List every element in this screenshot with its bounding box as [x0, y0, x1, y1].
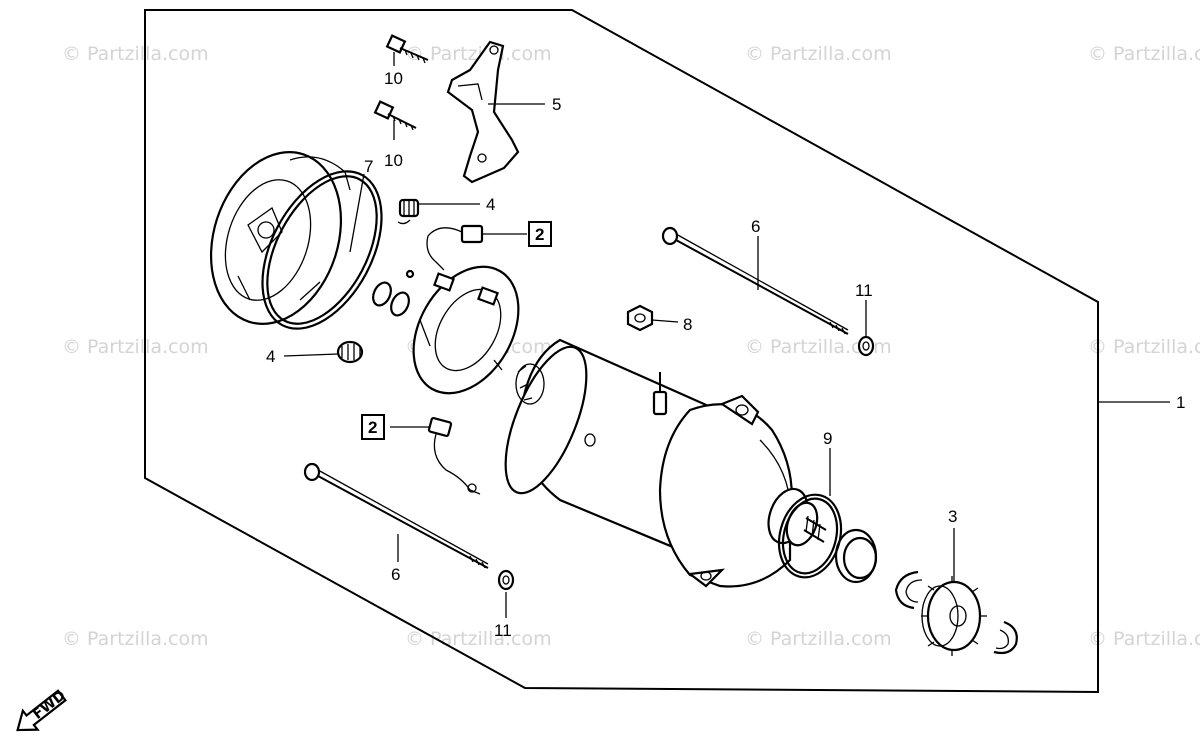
watermark: © Partzilla.com	[1088, 43, 1200, 65]
through-bolt-part[interactable]	[303, 462, 489, 569]
bracket-plate-part[interactable]	[446, 40, 520, 184]
callout-label: 7	[364, 157, 373, 176]
pinion-gear-part[interactable]	[921, 576, 987, 656]
brush-lead-part[interactable]	[426, 224, 484, 271]
watermark: © Partzilla.com	[1088, 336, 1200, 358]
watermark: © Partzilla.com	[405, 628, 552, 650]
nut-part[interactable]	[626, 304, 654, 332]
callout-label: 8	[683, 315, 692, 334]
callout-label: 9	[823, 429, 832, 448]
callout-label: 3	[948, 507, 957, 526]
leader-lines	[283, 52, 1170, 618]
o-ring-part[interactable]	[238, 151, 406, 348]
fwd-arrow-icon	[16, 689, 67, 732]
washer-part[interactable]	[497, 569, 515, 591]
callout-label: 4	[266, 347, 275, 366]
callout-label: 1	[1176, 393, 1185, 412]
callout-label: 10	[384, 151, 403, 170]
watermark: © Partzilla.com	[62, 628, 209, 650]
screw-part[interactable]	[385, 34, 429, 64]
watermark: © Partzilla.com	[745, 43, 892, 65]
watermark-layer: © Partzilla.com © Partzilla.com © Partzi…	[62, 43, 1200, 650]
fwd-direction-marker: FWD	[16, 688, 69, 732]
callout-label: 6	[751, 217, 760, 236]
circlip-part[interactable]	[993, 620, 1018, 655]
screw-part[interactable]	[373, 100, 417, 131]
watermark: © Partzilla.com	[1088, 628, 1200, 650]
starter-motor-body[interactable]	[489, 336, 793, 588]
callout-label: 11	[855, 281, 873, 300]
assembly-outline	[144, 9, 1099, 694]
watermark: © Partzilla.com	[62, 336, 209, 358]
circlip-part[interactable]	[894, 570, 923, 610]
watermark: © Partzilla.com	[405, 43, 552, 65]
callout-box	[361, 414, 385, 440]
callout-label: 2	[368, 418, 377, 437]
callout-label: 10	[384, 69, 403, 88]
brush-lead-part[interactable]	[427, 416, 481, 495]
fwd-label: FWD	[30, 688, 69, 723]
brush-holder-plate[interactable]	[392, 248, 540, 412]
callout-label: 2	[535, 225, 544, 244]
brush-spring-part[interactable]	[336, 340, 364, 364]
callout-labels: 1 2 2 3 4 4 5 6 6 7 8 9 10 10 11 11	[266, 69, 1185, 640]
spring-part[interactable]	[834, 528, 878, 584]
callout-label: 11	[494, 621, 512, 640]
watermark: © Partzilla.com	[62, 43, 209, 65]
callout-label: 5	[552, 95, 561, 114]
callout-label: 4	[486, 195, 495, 214]
watermark: © Partzilla.com	[745, 628, 892, 650]
washer-part[interactable]	[857, 335, 875, 357]
brush-spring-part[interactable]	[397, 198, 420, 225]
callout-label: 6	[391, 565, 400, 584]
rear-cover-part[interactable]	[190, 135, 362, 341]
washer-part[interactable]	[370, 269, 415, 318]
watermark: © Partzilla.com	[745, 336, 892, 358]
through-bolt-part[interactable]	[661, 226, 849, 335]
callout-box	[528, 221, 552, 247]
